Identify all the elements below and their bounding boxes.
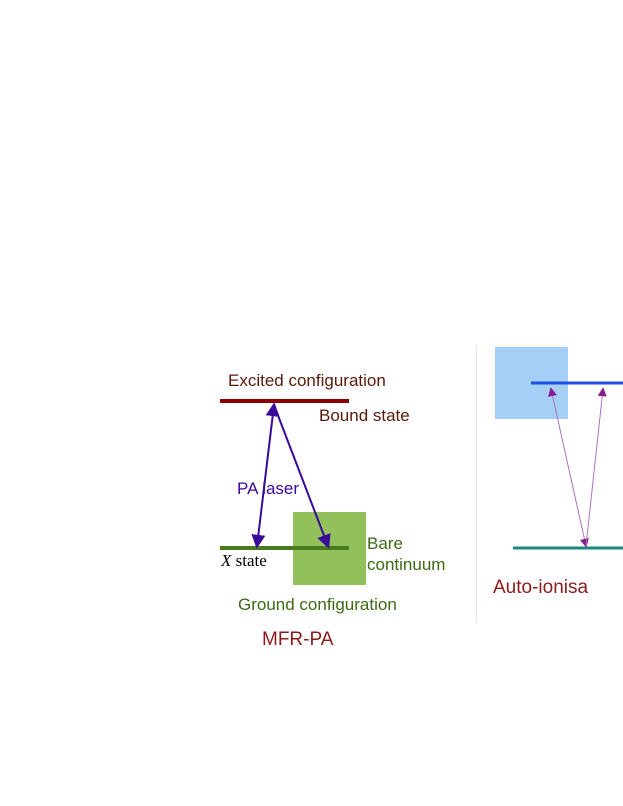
panel-divider — [476, 345, 477, 623]
auto-ionisation-caption: Auto-ionisa — [493, 577, 589, 598]
ground-configuration-label: Ground configuration — [238, 595, 397, 614]
auto-ionisation-arrow-left — [548, 387, 589, 548]
x-state-symbol: X — [221, 551, 232, 570]
bare-label: Bare — [367, 534, 403, 553]
pa-laser-arrow-up — [251, 402, 280, 549]
continuum-label: continuum — [367, 555, 446, 574]
bound-state-label: Bound state — [319, 406, 410, 425]
pa-laser-arrow-down — [273, 404, 331, 549]
x-state-word: state — [235, 551, 267, 570]
pa-laser-label: PA laser — [237, 479, 300, 498]
auto-ionisation-arrow-right — [585, 387, 607, 547]
excited-configuration-label: Excited configuration — [228, 371, 386, 390]
mfr-pa-caption: MFR-PA — [262, 629, 334, 650]
x-state-label: X state — [221, 552, 267, 569]
